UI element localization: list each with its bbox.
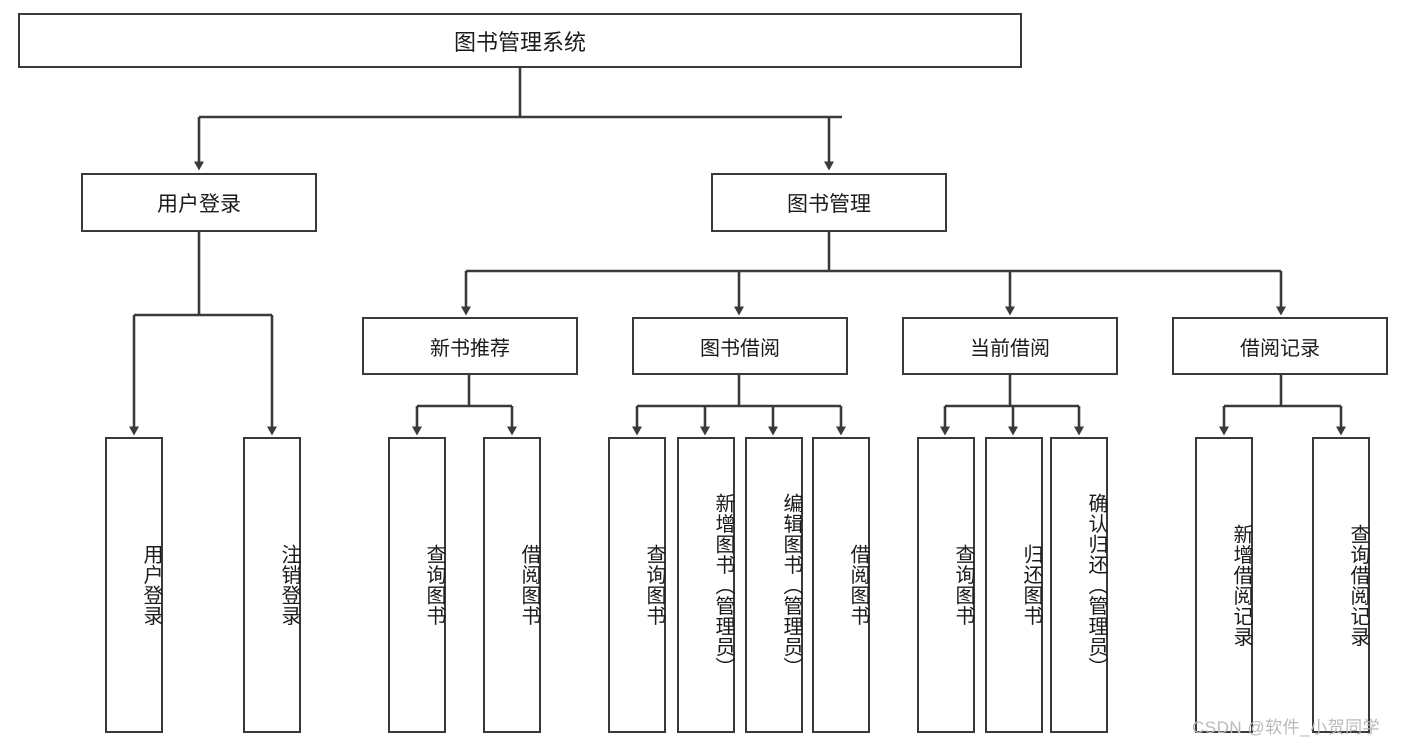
node-leaf-query-book-1[interactable]: 查询图书: [388, 437, 446, 733]
node-leaf-edit-book[interactable]: 编辑图书（管理员）: [745, 437, 803, 733]
node-leaf-add-record-label: 新增借阅记录: [1230, 523, 1252, 647]
node-leaf-add-book-label: 新增图书（管理员）: [712, 492, 734, 678]
node-root-system[interactable]: 图书管理系统: [18, 13, 1022, 68]
node-leaf-confirm-return[interactable]: 确认归还（管理员）: [1050, 437, 1108, 733]
node-borrow-record[interactable]: 借阅记录: [1172, 317, 1388, 375]
node-leaf-return-book[interactable]: 归还图书: [985, 437, 1043, 733]
node-leaf-add-book[interactable]: 新增图书（管理员）: [677, 437, 735, 733]
node-leaf-query-book-2-label: 查询图书: [643, 544, 665, 626]
node-leaf-borrow-book-2-label: 借阅图书: [847, 544, 869, 626]
watermark-text: CSDN @软件_小贺同学: [1192, 718, 1381, 737]
node-leaf-confirm-return-label: 确认归还（管理员）: [1085, 492, 1107, 678]
node-leaf-user-login-label: 用户登录: [140, 544, 162, 626]
node-leaf-query-book-3-label: 查询图书: [952, 544, 974, 626]
node-leaf-user-logout-label: 注销登录: [278, 544, 300, 626]
node-book-management-label: 图书管理: [787, 192, 871, 216]
node-leaf-add-record[interactable]: 新增借阅记录: [1195, 437, 1253, 733]
node-book-management[interactable]: 图书管理: [711, 173, 947, 232]
node-leaf-query-book-1-label: 查询图书: [423, 544, 445, 626]
node-borrow-record-label: 借阅记录: [1240, 337, 1320, 360]
node-book-borrow-label: 图书借阅: [700, 337, 780, 360]
node-book-borrow[interactable]: 图书借阅: [632, 317, 848, 375]
node-user-login[interactable]: 用户登录: [81, 173, 317, 232]
node-leaf-borrow-book-1[interactable]: 借阅图书: [483, 437, 541, 733]
node-user-login-label: 用户登录: [157, 192, 241, 216]
node-leaf-borrow-book-1-label: 借阅图书: [518, 544, 540, 626]
node-current-borrow[interactable]: 当前借阅: [902, 317, 1118, 375]
node-new-book-recommend-label: 新书推荐: [430, 337, 510, 360]
node-leaf-query-book-3[interactable]: 查询图书: [917, 437, 975, 733]
node-leaf-return-book-label: 归还图书: [1020, 544, 1042, 626]
node-leaf-user-logout[interactable]: 注销登录: [243, 437, 301, 733]
node-leaf-query-record-label: 查询借阅记录: [1347, 523, 1369, 647]
node-current-borrow-label: 当前借阅: [970, 337, 1050, 360]
node-root-system-label: 图书管理系统: [453, 29, 586, 55]
node-leaf-user-login[interactable]: 用户登录: [105, 437, 163, 733]
node-leaf-borrow-book-2[interactable]: 借阅图书: [812, 437, 870, 733]
node-new-book-recommend[interactable]: 新书推荐: [362, 317, 578, 375]
node-leaf-edit-book-label: 编辑图书（管理员）: [780, 492, 802, 678]
node-leaf-query-book-2[interactable]: 查询图书: [608, 437, 666, 733]
node-leaf-query-record[interactable]: 查询借阅记录: [1312, 437, 1370, 733]
